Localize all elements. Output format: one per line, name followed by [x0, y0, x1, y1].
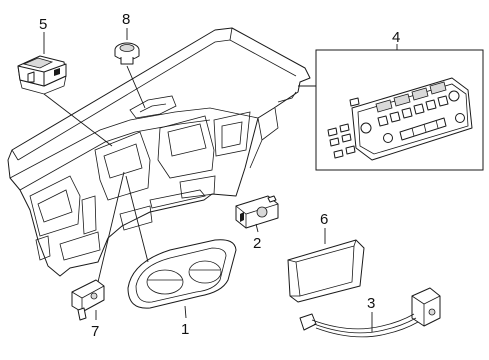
callout-5: 5 [39, 16, 47, 33]
leader-2 [255, 223, 259, 233]
dashboard-assembly [7, 27, 311, 277]
callout-1: 1 [181, 321, 189, 338]
leader-1 [184, 305, 187, 319]
leader-5b [43, 93, 113, 147]
part-5-switch-module [17, 55, 67, 95]
callout-7: 7 [91, 323, 99, 340]
part-2-headlamp-switch [235, 195, 279, 229]
part-8-sensor [114, 42, 140, 65]
callout-4: 4 [392, 29, 400, 46]
callout-3: 3 [367, 295, 375, 312]
leader-1b [125, 175, 149, 263]
part-4-radio-panel-box [315, 49, 484, 171]
leader-8b [126, 65, 146, 109]
part-7-knee-switch [71, 279, 105, 321]
part-1-instrument-cluster [127, 239, 237, 309]
part-6-display [287, 239, 365, 303]
callout-2: 2 [253, 235, 261, 252]
part-3-harness [299, 287, 441, 338]
callout-8: 8 [122, 11, 130, 28]
leader-7b [97, 171, 125, 283]
callout-6: 6 [320, 211, 328, 228]
